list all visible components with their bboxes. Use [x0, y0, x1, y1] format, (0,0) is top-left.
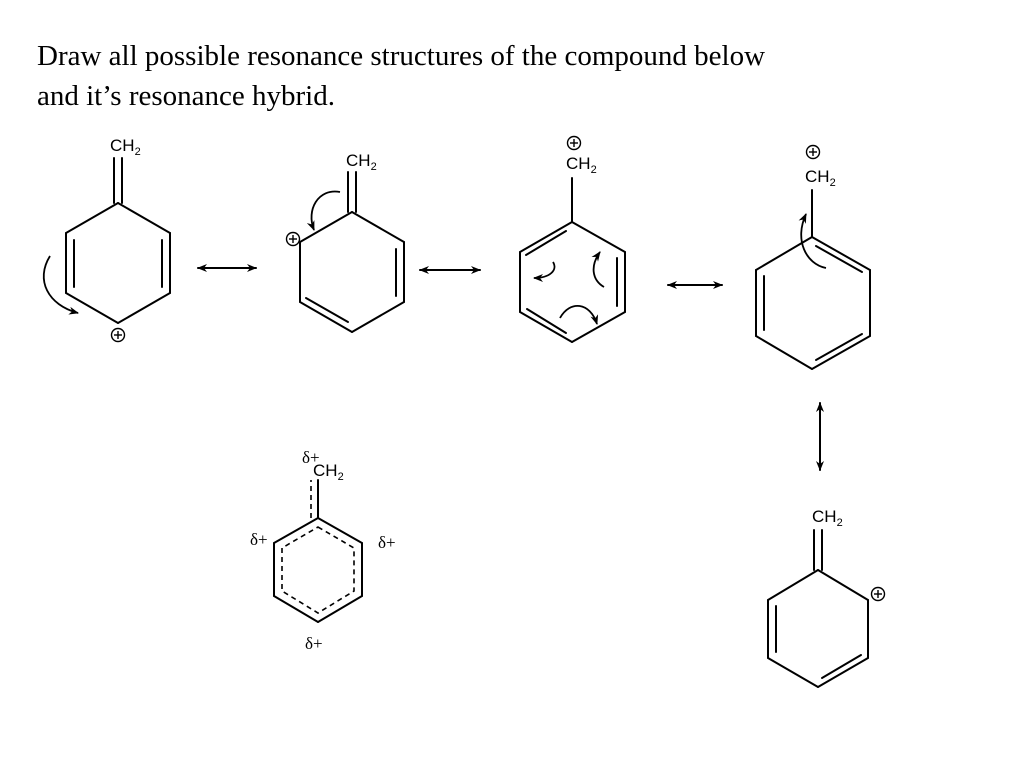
positive-charge-icon	[566, 135, 582, 151]
positive-charge-icon	[805, 144, 821, 160]
ch2-label: CH2	[313, 461, 344, 483]
structure-3: CH2	[519, 135, 626, 343]
structure-2: CH2	[285, 151, 405, 333]
question-text: Draw all possible resonance structures o…	[37, 36, 937, 116]
curved-arrow	[591, 251, 605, 288]
partial-charge-ortho-left: δ+	[250, 530, 268, 549]
curved-arrow	[306, 190, 341, 231]
structure-5: CH2	[767, 507, 886, 688]
curved-arrow	[42, 255, 79, 315]
partial-charge-ch2: δ+	[302, 448, 320, 467]
ch2-label: CH2	[812, 507, 843, 529]
curved-arrow	[798, 213, 827, 269]
ring-bonds	[65, 157, 171, 324]
positive-charge-icon	[285, 231, 301, 247]
ch2-label: CH2	[346, 151, 377, 173]
resonance-hybrid: CH2 δ+ δ+ δ+ δ+	[250, 448, 396, 653]
curved-arrow	[533, 261, 556, 282]
structure-1: CH2	[42, 136, 171, 343]
ch2-label: CH2	[110, 136, 141, 158]
positive-charge-icon	[110, 327, 126, 343]
ch2-label: CH2	[566, 154, 597, 176]
partial-charge-ortho-right: δ+	[378, 533, 396, 552]
question-line-1: Draw all possible resonance structures o…	[37, 40, 766, 72]
structure-4: CH2	[755, 144, 871, 370]
question-line-2: and it’s resonance hybrid.	[37, 80, 335, 112]
curved-arrow	[559, 305, 599, 325]
ch2-label: CH2	[805, 167, 836, 189]
partial-charge-para: δ+	[305, 634, 323, 653]
positive-charge-icon	[870, 586, 886, 602]
